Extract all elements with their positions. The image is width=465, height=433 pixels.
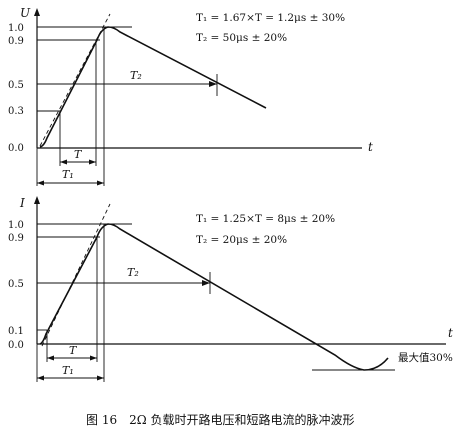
current-rise-extrapolation [41, 203, 111, 347]
voltage-t2-label: T₂ [130, 69, 142, 82]
current-t2-arrowhead [202, 280, 210, 286]
voltage-t1-arrow-right [97, 180, 104, 186]
voltage-waveform [39, 26, 267, 148]
current-t1-arrow-left [37, 375, 44, 381]
voltage-tick-0-9: 0.9 [8, 36, 24, 47]
current-panel: I t 1.0 0.9 0.5 0.1 0.0 T₂ T T₁ [8, 196, 453, 382]
voltage-x-axis-label: t [368, 140, 373, 154]
voltage-tick-0-3: 0.3 [8, 106, 24, 117]
current-tick-0-1: 0.1 [8, 326, 24, 337]
voltage-t1-label: T₁ [62, 168, 74, 181]
voltage-formula-t1: T₁ = 1.67×T = 1.2μs ± 30% [196, 12, 345, 24]
current-tick-0-0: 0.0 [8, 340, 24, 351]
current-t-arrow-left [47, 355, 54, 361]
voltage-t-label: T [74, 148, 83, 161]
current-formula-t2: T₂ = 20μs ± 20% [196, 234, 287, 246]
voltage-y-axis-label: U [20, 6, 31, 20]
current-x-axis-label: t [448, 326, 453, 340]
current-tick-0-9: 0.9 [8, 233, 24, 244]
voltage-panel: U t 1.0 0.9 0.5 0.3 0.0 T₂ T T₁ [8, 6, 373, 186]
current-tick-1-0: 1.0 [8, 220, 24, 231]
voltage-tick-0-0: 0.0 [8, 143, 24, 154]
voltage-y-axis-arrow [34, 8, 40, 16]
voltage-tick-0-5: 0.5 [8, 80, 24, 91]
voltage-t-arrow-left [60, 159, 67, 165]
voltage-formula-t2: T₂ = 50μs ± 20% [196, 32, 287, 44]
current-formula-t1: T₁ = 1.25×T = 8μs ± 20% [196, 213, 335, 225]
current-waveform [39, 223, 389, 371]
voltage-tick-1-0: 1.0 [8, 23, 24, 34]
voltage-t2-arrowhead [209, 81, 217, 87]
current-t1-arrow-right [97, 375, 104, 381]
current-t-arrow-right [90, 355, 97, 361]
current-t1-label: T₁ [62, 364, 74, 377]
current-y-axis-label: I [19, 196, 25, 210]
figure-caption: 图 16 2Ω 负载时开路电压和短路电流的脉冲波形 [86, 412, 354, 427]
current-tick-0-5: 0.5 [8, 279, 24, 290]
voltage-t-arrow-right [89, 159, 96, 165]
voltage-rise-extrapolation [39, 13, 111, 147]
voltage-t1-arrow-left [37, 180, 44, 186]
current-y-axis-arrow [34, 196, 40, 204]
current-undershoot-note: 最大值30% [398, 351, 453, 364]
current-t2-label: T₂ [127, 266, 139, 279]
current-t-label: T [69, 344, 78, 357]
